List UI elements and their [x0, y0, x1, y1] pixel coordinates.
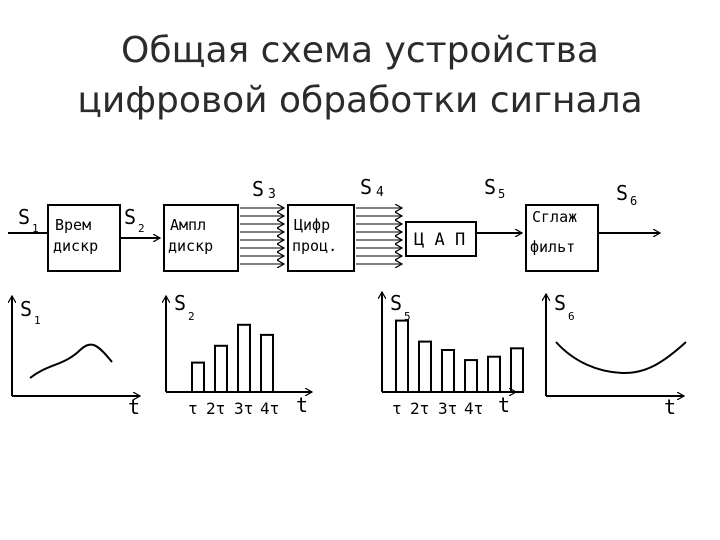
block-ampl-disc — [163, 204, 239, 272]
title-line-1: Общая схема устройства — [121, 30, 599, 71]
signal-s1-letter: S — [18, 205, 30, 229]
block-smooth-line1: Сглаж — [532, 208, 577, 226]
graph-s2-sub: 2 — [188, 310, 195, 323]
graph-s5-letter: S — [390, 291, 402, 315]
block-dac-label: Ц А П — [414, 230, 465, 250]
block-smooth — [525, 204, 599, 272]
graph-s2-tick-4: 4τ — [260, 399, 279, 418]
block-ampl-disc-line2: дискр — [168, 237, 213, 255]
title-line-2: цифровой обработки сигнала — [77, 80, 643, 121]
graph-s1 — [12, 296, 140, 396]
block-digital — [287, 204, 355, 272]
arrow-bundle-s4 — [356, 208, 402, 264]
block-time-disc-line1: Врем — [55, 216, 91, 234]
graph-s5-bar-2 — [418, 340, 432, 394]
graph-s2-bar-2 — [214, 344, 228, 393]
graph-s2-tick-1: τ — [188, 399, 198, 418]
signal-s3-sub: 3 — [268, 187, 276, 202]
signal-s5-sub: 5 — [498, 187, 505, 201]
graph-s2-tick-3: 3τ — [234, 399, 253, 418]
signal-s4-letter: S — [360, 175, 372, 199]
signal-s6-sub: 6 — [630, 194, 637, 208]
graph-s5 — [382, 292, 516, 392]
graph-s5-tick-2: 2τ — [410, 399, 429, 418]
graph-s6-t: t — [664, 395, 676, 419]
block-smooth-line2: фильт — [530, 238, 575, 256]
graph-s2-t: t — [296, 393, 308, 417]
graph-s5-tick-3: 3τ — [438, 399, 457, 418]
graph-s5-bar-5 — [487, 355, 501, 393]
graph-s2-letter: S — [174, 291, 186, 315]
graph-s5-bar-1 — [395, 319, 409, 394]
graph-s1-t: t — [128, 395, 140, 419]
block-time-disc-line2: дискр — [53, 237, 98, 255]
signal-s4-sub: 4 — [376, 185, 384, 200]
signal-s2-letter: S — [124, 205, 136, 229]
graph-s5-bar-6 — [510, 347, 524, 394]
block-ampl-disc-line1: Ампл — [170, 216, 206, 234]
graph-s6-sub: 6 — [568, 310, 575, 323]
graph-s2-bar-4 — [260, 333, 274, 394]
graph-s2-bars — [191, 323, 274, 394]
arrow-bundle-s3 — [240, 208, 284, 264]
block-digital-line2: проц. — [292, 237, 337, 255]
graph-s5-tick-4: 4τ — [464, 399, 483, 418]
signal-s3-letter: S — [252, 177, 264, 201]
graph-s2-bar-1 — [191, 361, 205, 394]
graph-s5-tick-1: τ — [392, 399, 402, 418]
slide-title: Общая схема устройства цифровой обработк… — [0, 26, 720, 126]
graph-s2-tick-2: 2τ — [206, 399, 225, 418]
signal-s2-sub: 2 — [138, 222, 145, 235]
block-dac — [405, 221, 477, 257]
signal-s5-letter: S — [484, 175, 496, 199]
signal-s1-sub: 1 — [32, 222, 39, 235]
graph-s6 — [546, 294, 687, 396]
graph-s1-letter: S — [20, 297, 32, 321]
graph-s6-letter: S — [554, 291, 566, 315]
block-digital-line1: Цифр — [294, 216, 330, 234]
graph-s5-bar-3 — [441, 349, 455, 393]
graph-s5-t: t — [498, 393, 510, 417]
graph-s5-bar-4 — [464, 359, 478, 393]
graph-s2-bar-3 — [237, 323, 251, 393]
graph-s5-bars — [395, 319, 524, 394]
graph-s1-sub: 1 — [34, 314, 41, 327]
signal-s6-letter: S — [616, 181, 628, 205]
graph-s5-sub: 5 — [404, 310, 411, 323]
